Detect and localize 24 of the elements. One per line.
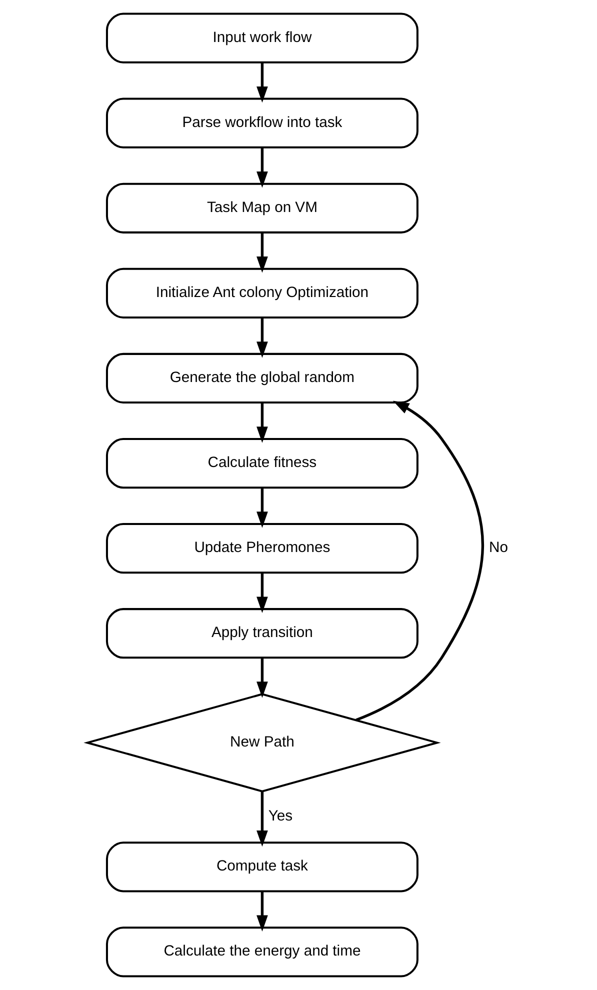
arrow bbox=[256, 488, 268, 528]
arrow bbox=[256, 892, 268, 932]
node-box: Input work flow bbox=[105, 12, 418, 64]
node-box: Calculate fitness bbox=[105, 438, 418, 489]
arrow bbox=[256, 791, 268, 847]
node-box: Generate the global random bbox=[105, 352, 418, 404]
edge-label: No bbox=[488, 540, 508, 556]
arrow bbox=[256, 402, 268, 443]
node-box: Task Map on VM bbox=[105, 182, 418, 234]
arrow bbox=[256, 62, 268, 103]
node-box: Apply transition bbox=[105, 608, 418, 659]
node-box: Initialize Ant colony Optimization bbox=[105, 268, 418, 318]
arrow bbox=[256, 232, 268, 273]
node-box: Calculate the energy and time bbox=[105, 926, 418, 978]
arrow bbox=[256, 658, 268, 698]
node-box: Compute task bbox=[105, 842, 418, 892]
node-diamond: New Path bbox=[83, 693, 440, 792]
arrow bbox=[256, 318, 268, 358]
arrow bbox=[256, 148, 268, 188]
edge-label: Yes bbox=[268, 808, 292, 825]
arrow bbox=[256, 573, 268, 613]
node-box: Update Pheromones bbox=[105, 523, 418, 574]
node-box: Parse workflow into task bbox=[105, 98, 418, 148]
arrow bbox=[355, 400, 484, 722]
